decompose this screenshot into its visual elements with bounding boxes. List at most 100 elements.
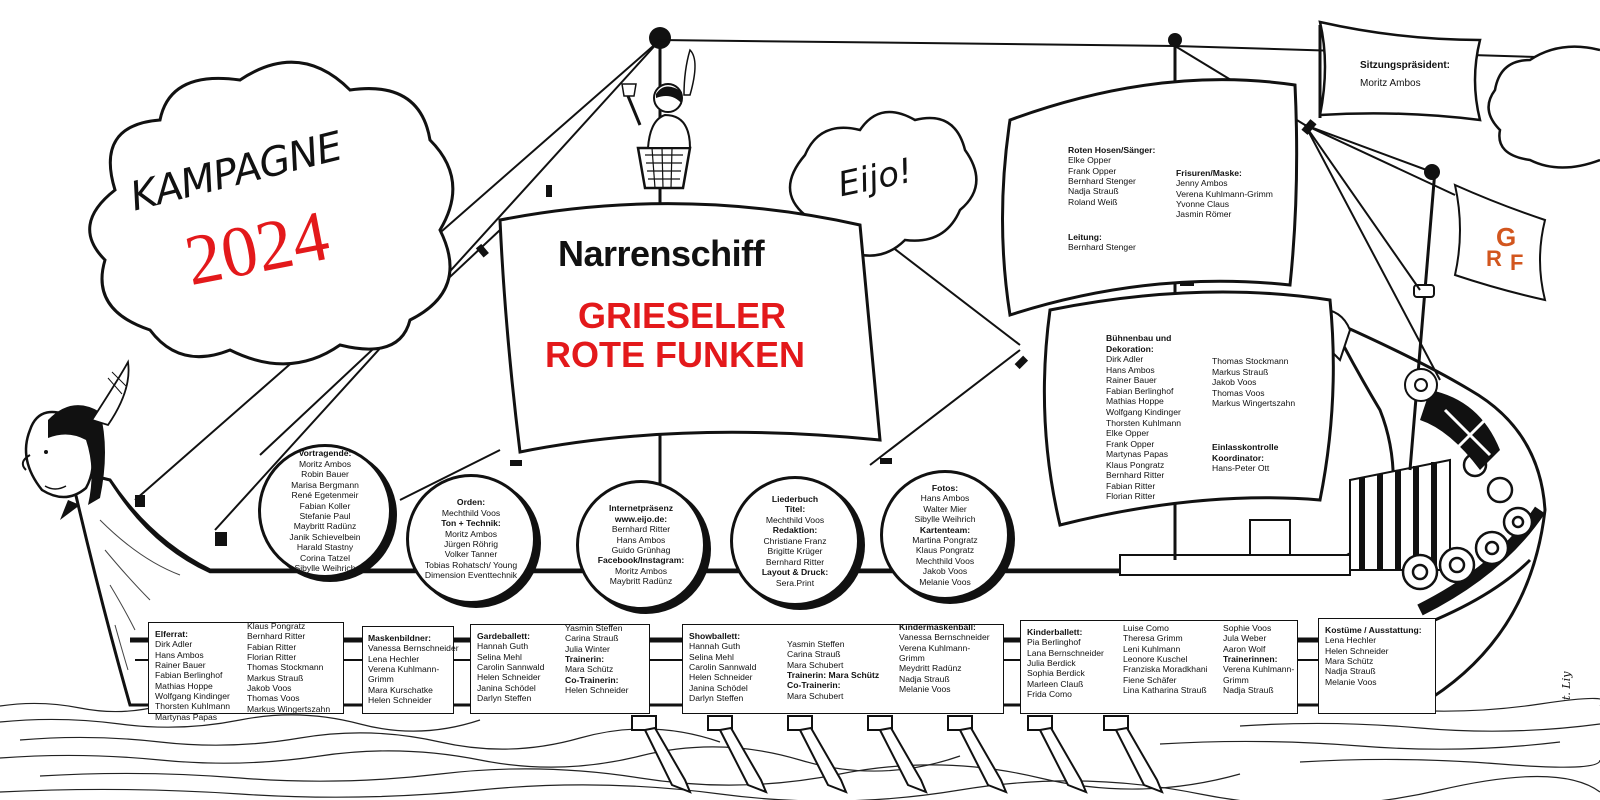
list-line: Fotos: <box>931 482 959 493</box>
list-line: Thomas Stockmann <box>247 662 324 673</box>
list-line: Mathias Hoppe <box>1106 396 1164 407</box>
lower-sail <box>1042 290 1335 527</box>
list-line: Roten Hosen/Sänger: <box>1068 145 1156 155</box>
pennant-heading: Sitzungspräsident: <box>1360 60 1451 71</box>
pennant-name: Moritz Ambos <box>1360 78 1421 89</box>
list-line: Martynas Papas <box>1106 449 1169 460</box>
list-line: Moritz Ambos <box>298 458 352 469</box>
pennant <box>1318 20 1482 122</box>
crows-nest <box>621 48 696 190</box>
list-line: Grimm <box>1223 674 1249 685</box>
list-line: Mara Schubert <box>787 659 844 670</box>
list-line: Mathias Hoppe <box>155 680 213 691</box>
list-line: Lina Katharina Strauß <box>1123 684 1207 695</box>
list-line: Lena Hechler <box>368 653 420 664</box>
list-line: Dimension Eventtechnik <box>424 570 518 581</box>
shields <box>1401 452 1534 591</box>
artist-signature: t. Liy <box>1560 671 1573 700</box>
list-line: Nadja Strauß <box>1223 684 1274 695</box>
list-line: Koordinator: <box>1212 452 1265 463</box>
list-line: Sibylle Weihrich <box>914 514 976 525</box>
list-line: Fabian Ritter <box>247 641 297 652</box>
sail-title: Narrenschiff <box>558 233 765 274</box>
list-line: Pia Berlinghof <box>1027 637 1081 648</box>
list-line: Mechthild Voos <box>441 507 501 518</box>
list-line: Helen Schneider <box>689 672 753 683</box>
list-line: Florian Ritter <box>1106 491 1156 502</box>
list-line: Grimm <box>899 652 925 663</box>
list-line: Verena Kuhlmann- <box>899 642 971 653</box>
list-line: Bernhard Stenger <box>1068 242 1136 253</box>
list-line: Ton + Technik: <box>441 518 501 529</box>
list-line: Wolfgang Kindinger <box>1106 406 1181 417</box>
list-line: Vanessa Bernschneider <box>899 632 990 643</box>
list-line: Walter Mier <box>923 503 967 514</box>
helm-wheel <box>1404 284 1438 402</box>
list-line: Marisa Bergmann <box>291 479 359 490</box>
list-line: Yasmin Steffen <box>787 639 845 649</box>
list-line: Bühnenbau und <box>1106 333 1172 343</box>
list-line: Fabian Berlinghof <box>1106 385 1174 396</box>
sail-line-1: GRIESELER <box>578 295 787 336</box>
list-line: René Egetenmeir <box>291 490 359 501</box>
list-line: Martina Pongratz <box>912 535 978 545</box>
list-line: Aaron Wolf <box>1223 643 1266 654</box>
list-line: Mara Schütz <box>1325 655 1374 666</box>
list-line: Markus Wingertszahn <box>247 703 331 714</box>
list-line: Darlyn Steffen <box>477 692 532 703</box>
list-line: Thomas Voos <box>1212 387 1265 398</box>
list-line: Hannah Guth <box>477 641 529 652</box>
list-line: Jakob Voos <box>1212 377 1257 388</box>
list-line: Liederbuch <box>771 493 819 504</box>
list-line: Fabian Koller <box>299 500 351 511</box>
list-line: Sibylle Weihrich <box>294 563 356 574</box>
list-line: Titel: <box>784 504 806 515</box>
flag-letter-r: R <box>1486 246 1502 271</box>
list-line: Trainerin: <box>565 653 605 664</box>
list-line: Darlyn Steffen <box>689 692 744 703</box>
list-line: Dekoration: <box>1106 343 1154 354</box>
list-line: Jürgen Röhrig <box>444 539 498 549</box>
list-line: Fabian Ritter <box>1106 480 1156 491</box>
list-line: Theresa Grimm <box>1123 633 1183 644</box>
list-line: Bernhard Ritter <box>611 524 671 535</box>
list-line: Hannah Guth <box>689 641 741 652</box>
oars <box>631 715 1164 794</box>
list-line: Elke Opper <box>1068 155 1111 166</box>
list-line: Moritz Ambos <box>614 565 668 576</box>
list-line: Thomas Stockmann <box>1212 356 1289 366</box>
list-line: Helen Schneider <box>477 672 541 683</box>
list-line: Melanie Voos <box>1325 676 1377 687</box>
list-line: Trainerinnen: <box>1223 653 1278 664</box>
list-line: Thomas Voos <box>247 693 300 704</box>
list-line: Christiane Franz <box>763 535 827 546</box>
list-line: Moritz Ambos <box>444 528 498 539</box>
list-line: Co-Trainerin: <box>787 680 841 691</box>
list-line: Julia Berdick <box>1027 657 1076 668</box>
list-line: Hans Ambos <box>920 493 970 504</box>
list-line: Showballett: <box>689 631 741 641</box>
list-line: Klaus Pongratz <box>1106 459 1165 470</box>
list-line: Janina Schödel <box>689 682 748 693</box>
list-line: Frisuren/Maske: <box>1176 168 1242 178</box>
list-line: Klaus Pongratz <box>915 545 975 556</box>
list-line: Verena Kuhlmann-Grimm <box>1176 188 1273 199</box>
list-line: Jakob Voos <box>247 682 292 693</box>
list-line: Tobias Rohatsch/ Young <box>424 559 518 570</box>
striped-cabin <box>1349 458 1451 571</box>
flag-letter-g: G <box>1496 222 1517 252</box>
list-line: Leonore Kuschel <box>1123 653 1188 664</box>
